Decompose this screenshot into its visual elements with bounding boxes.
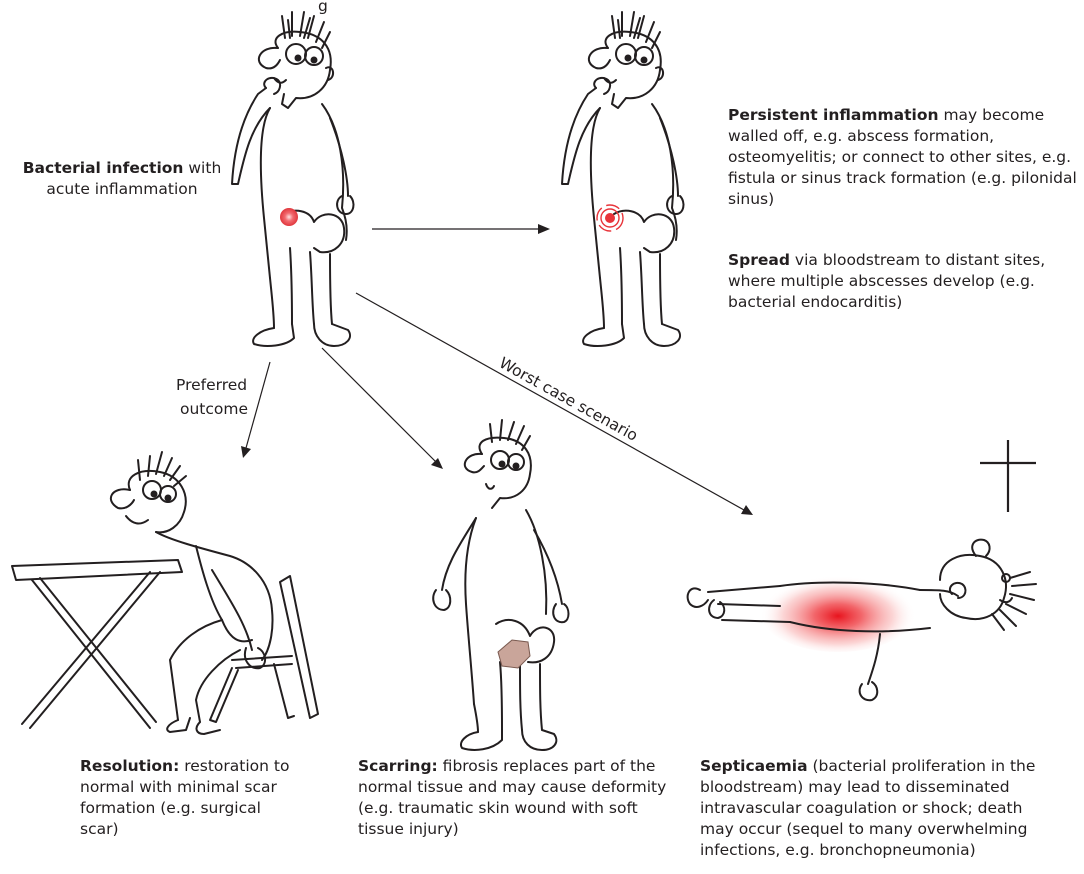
arrow-to-septicaemia (356, 293, 753, 515)
header-partial-text: g (318, 0, 328, 15)
septicaemia-title: Septicaemia (700, 757, 808, 775)
persistent-inflammation-title: Persistent inflammation (728, 106, 939, 124)
spread-label: Spread via bloodstream to distant sites,… (728, 250, 1080, 313)
scarring-label: Scarring: fibrosis replaces part of the … (358, 756, 670, 840)
arrow-to-persistent (372, 224, 550, 234)
septic-glow (760, 572, 916, 652)
septicaemia-label: Septicaemia (bacterial proliferation in … (700, 756, 1040, 861)
persistent-inflammation-label: Persistent inflammation may become walle… (728, 105, 1080, 210)
scar-tissue (498, 640, 530, 668)
arrow-to-scarring (322, 348, 443, 469)
worst-case-label: Worst case scenario (496, 354, 641, 445)
figure-persistent (562, 12, 683, 346)
bacterial-infection-label: Bacterial infection with acute inflammat… (12, 158, 232, 200)
preferred-outcome-line1: Preferred (176, 376, 247, 394)
figure-infection (232, 12, 353, 346)
figure-resolution (12, 452, 318, 734)
figure-scarring (433, 420, 568, 750)
scarring-title: Scarring: (358, 757, 438, 775)
spread-title: Spread (728, 251, 790, 269)
resolution-label: Resolution: restoration to normal with m… (80, 756, 300, 840)
resolution-title: Resolution: (80, 757, 179, 775)
bacterial-infection-line2: acute inflammation (46, 180, 197, 198)
bacterial-infection-title: Bacterial infection (23, 159, 184, 177)
preferred-outcome-line2: outcome (180, 400, 248, 418)
walled-abscess-icon (597, 205, 623, 231)
cross-icon (980, 440, 1036, 512)
inflammation-spot (280, 208, 298, 226)
bacterial-infection-rest: with (183, 159, 221, 177)
